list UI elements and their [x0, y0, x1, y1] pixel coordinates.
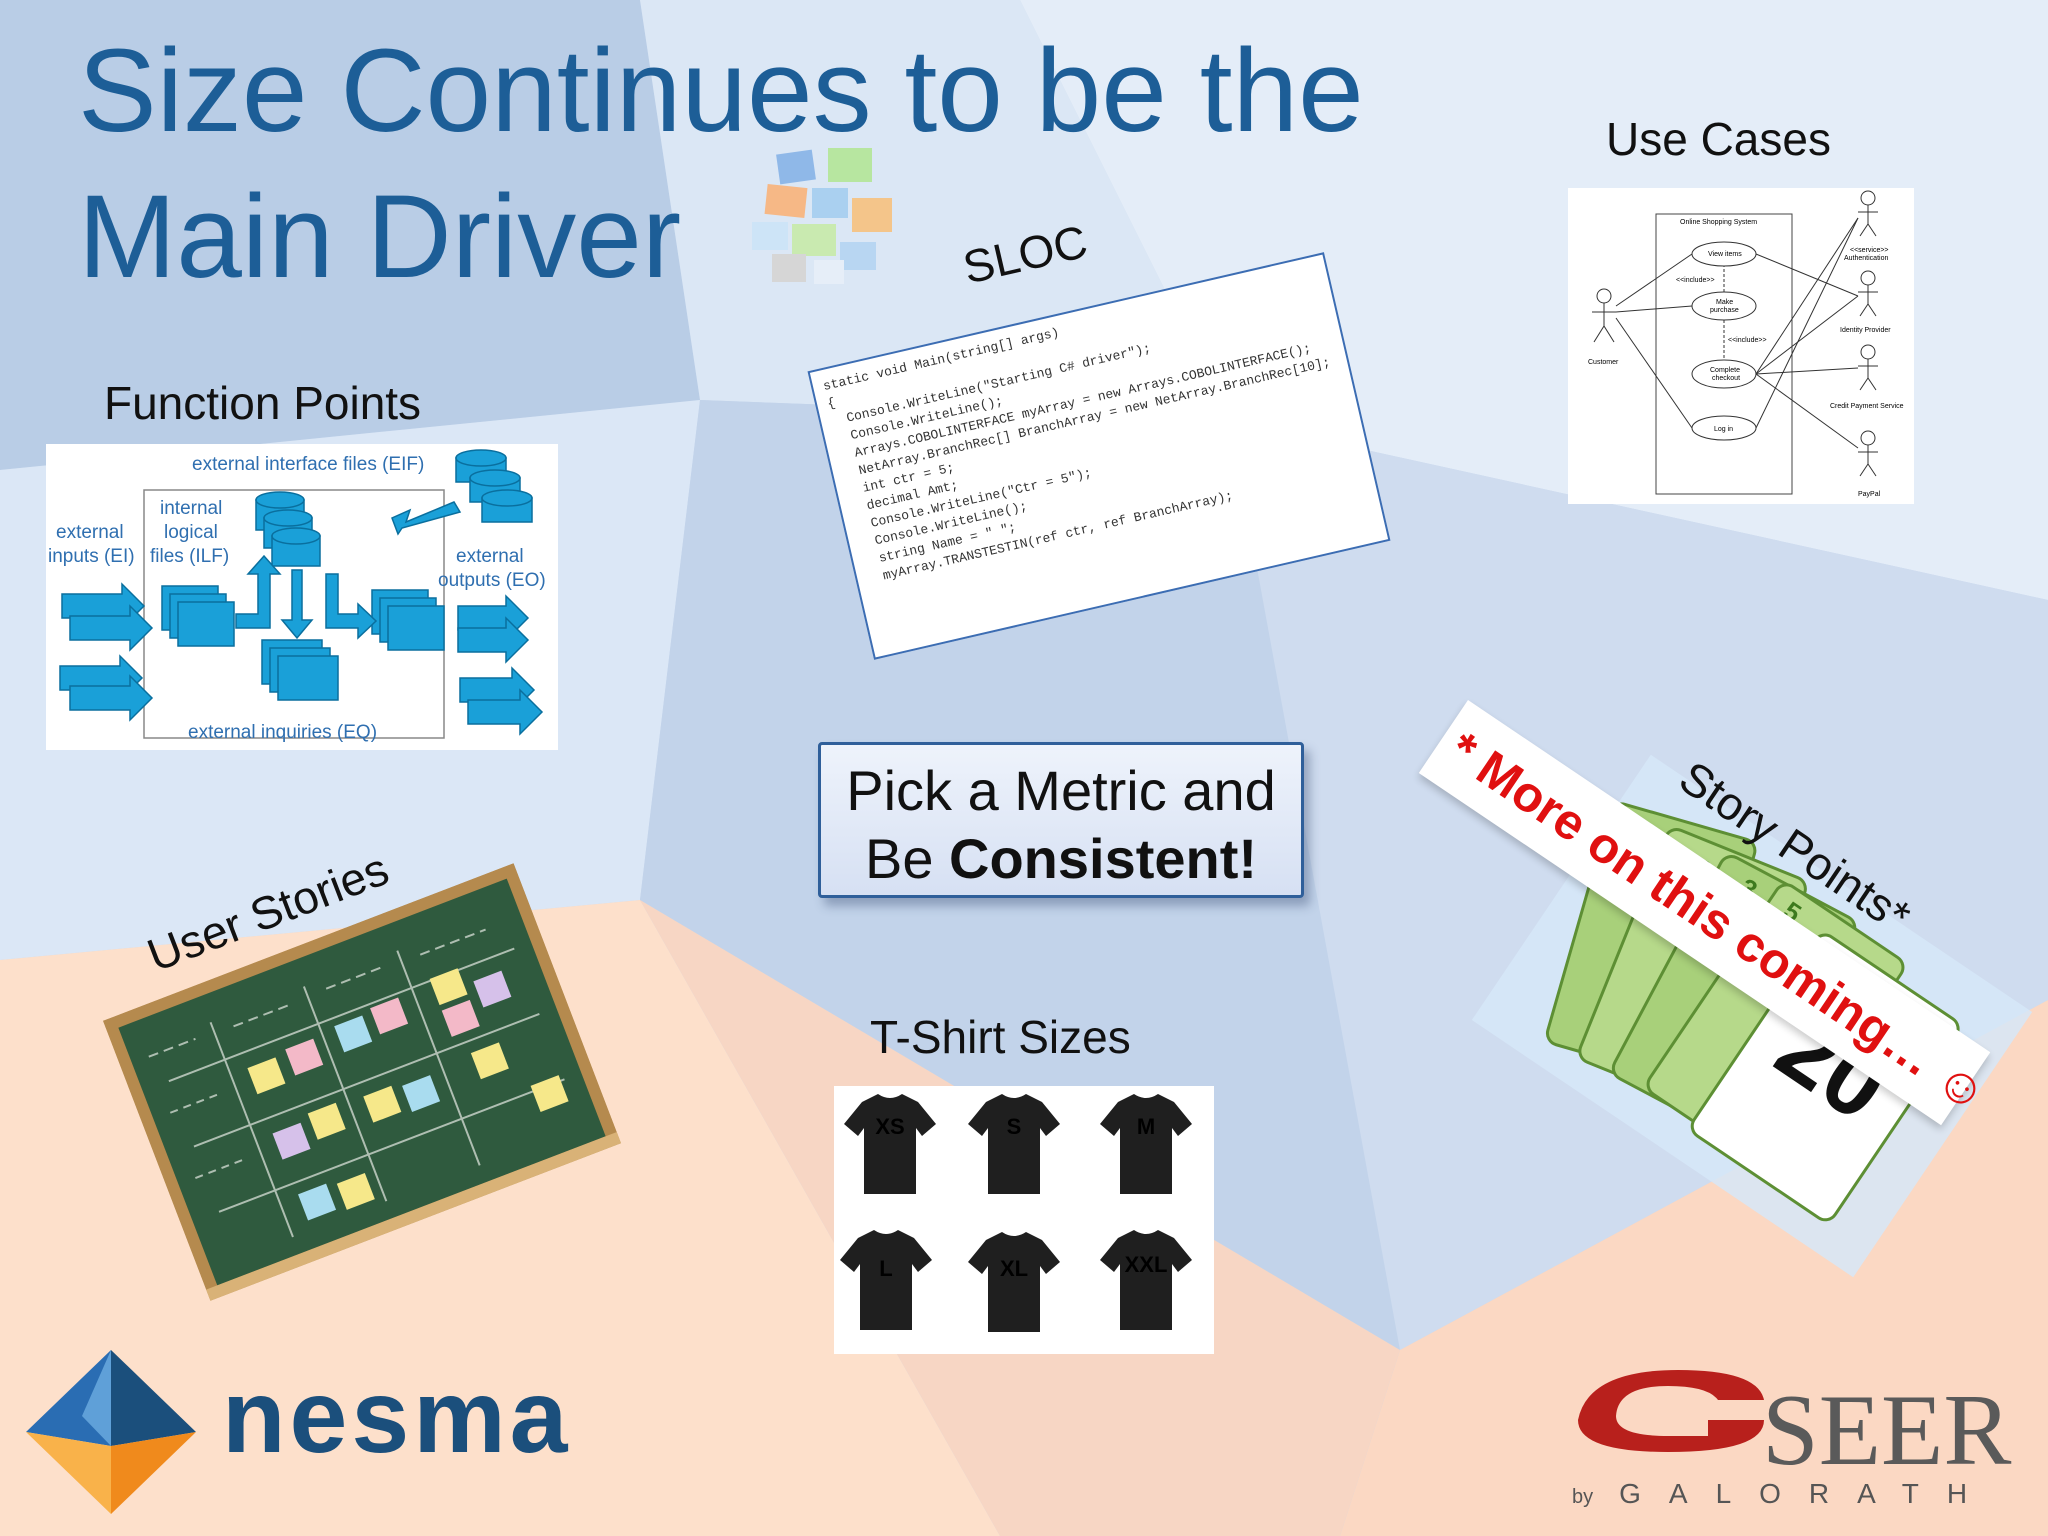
- tshirt-size-xxl: XXL: [1125, 1252, 1168, 1277]
- sticky-notes-icon: [752, 148, 892, 284]
- uc-system-title: Online Shopping System: [1680, 219, 1757, 226]
- slide-title: Size Continues to be the Main Driver: [78, 18, 1364, 310]
- function-points-label: Function Points: [104, 377, 422, 429]
- uc-make-2: purchase: [1710, 307, 1739, 314]
- uc-actor-identity: Identity Provider: [1840, 327, 1891, 334]
- fp-eq-text: external inquiries (EQ): [188, 722, 377, 743]
- uc-include-2: <<include>>: [1728, 337, 1767, 344]
- uc-login: Log in: [1714, 426, 1733, 433]
- uc-actor-paypal: PayPal: [1858, 491, 1881, 498]
- galorath-name: GALORATH: [1619, 1478, 1996, 1509]
- use-case-diagram: Online Shopping System View items Make: [1568, 188, 1914, 504]
- nesma-logo-text: nesma: [222, 1359, 572, 1475]
- tshirt-size-xs: XS: [875, 1114, 904, 1139]
- galorath-text: by GALORATH: [1572, 1478, 1995, 1510]
- callout-line-2: Be Consistent!: [821, 825, 1301, 893]
- uc-view-items: View items: [1708, 251, 1742, 258]
- uc-service-1: <<service>>: [1850, 247, 1889, 254]
- tshirt-size-m: M: [1137, 1114, 1155, 1139]
- tshirt-size-xl: XL: [1000, 1256, 1028, 1281]
- callout-line-1: Pick a Metric and: [846, 759, 1276, 822]
- uc-actor-credit: Credit Payment Service: [1830, 403, 1904, 410]
- nesma-logo-icon: [26, 1350, 196, 1514]
- use-cases-label: Use Cases: [1606, 113, 1831, 165]
- fp-ilf-text-2: logical: [164, 522, 218, 543]
- uc-make-1: Make: [1716, 299, 1733, 306]
- uc-include-1: <<include>>: [1676, 277, 1715, 284]
- function-points-diagram: external interface files (EIF) internal …: [46, 444, 558, 750]
- callout-bold: Consistent!: [949, 827, 1258, 890]
- seer-logo-text: SEER: [1762, 1374, 2012, 1487]
- uc-actor-customer: Customer: [1588, 359, 1619, 366]
- fp-ei-text-2: inputs (EI): [48, 546, 135, 567]
- uc-service-2: Authentication: [1844, 255, 1888, 262]
- fp-ilf-text-1: internal: [160, 498, 222, 519]
- callout-plain: Be: [864, 827, 950, 890]
- fp-ei-text-1: external: [56, 522, 124, 543]
- title-line-1: Size Continues to be the: [78, 25, 1364, 157]
- seer-swoosh-icon: [1578, 1370, 1764, 1452]
- user-stories-board: [102, 863, 622, 1301]
- metric-callout: Pick a Metric and Be Consistent!: [818, 742, 1304, 898]
- fp-eo-text-2: outputs (EO): [438, 570, 546, 591]
- fp-ilf-text-3: files (ILF): [150, 546, 229, 567]
- title-line-2: Main Driver: [78, 171, 682, 303]
- tshirt-sizes-label: T-Shirt Sizes: [870, 1011, 1131, 1063]
- uc-complete-2: checkout: [1712, 375, 1740, 382]
- uc-complete-1: Complete: [1710, 367, 1740, 374]
- tshirt-sizes-image: XS S M L XL XXL: [834, 1086, 1214, 1354]
- fp-eo-text-1: external: [456, 546, 524, 567]
- by-text: by: [1572, 1486, 1594, 1508]
- fp-eif-text: external interface files (EIF): [192, 454, 424, 475]
- tshirt-size-s: S: [1007, 1114, 1022, 1139]
- tshirt-size-l: L: [879, 1256, 892, 1281]
